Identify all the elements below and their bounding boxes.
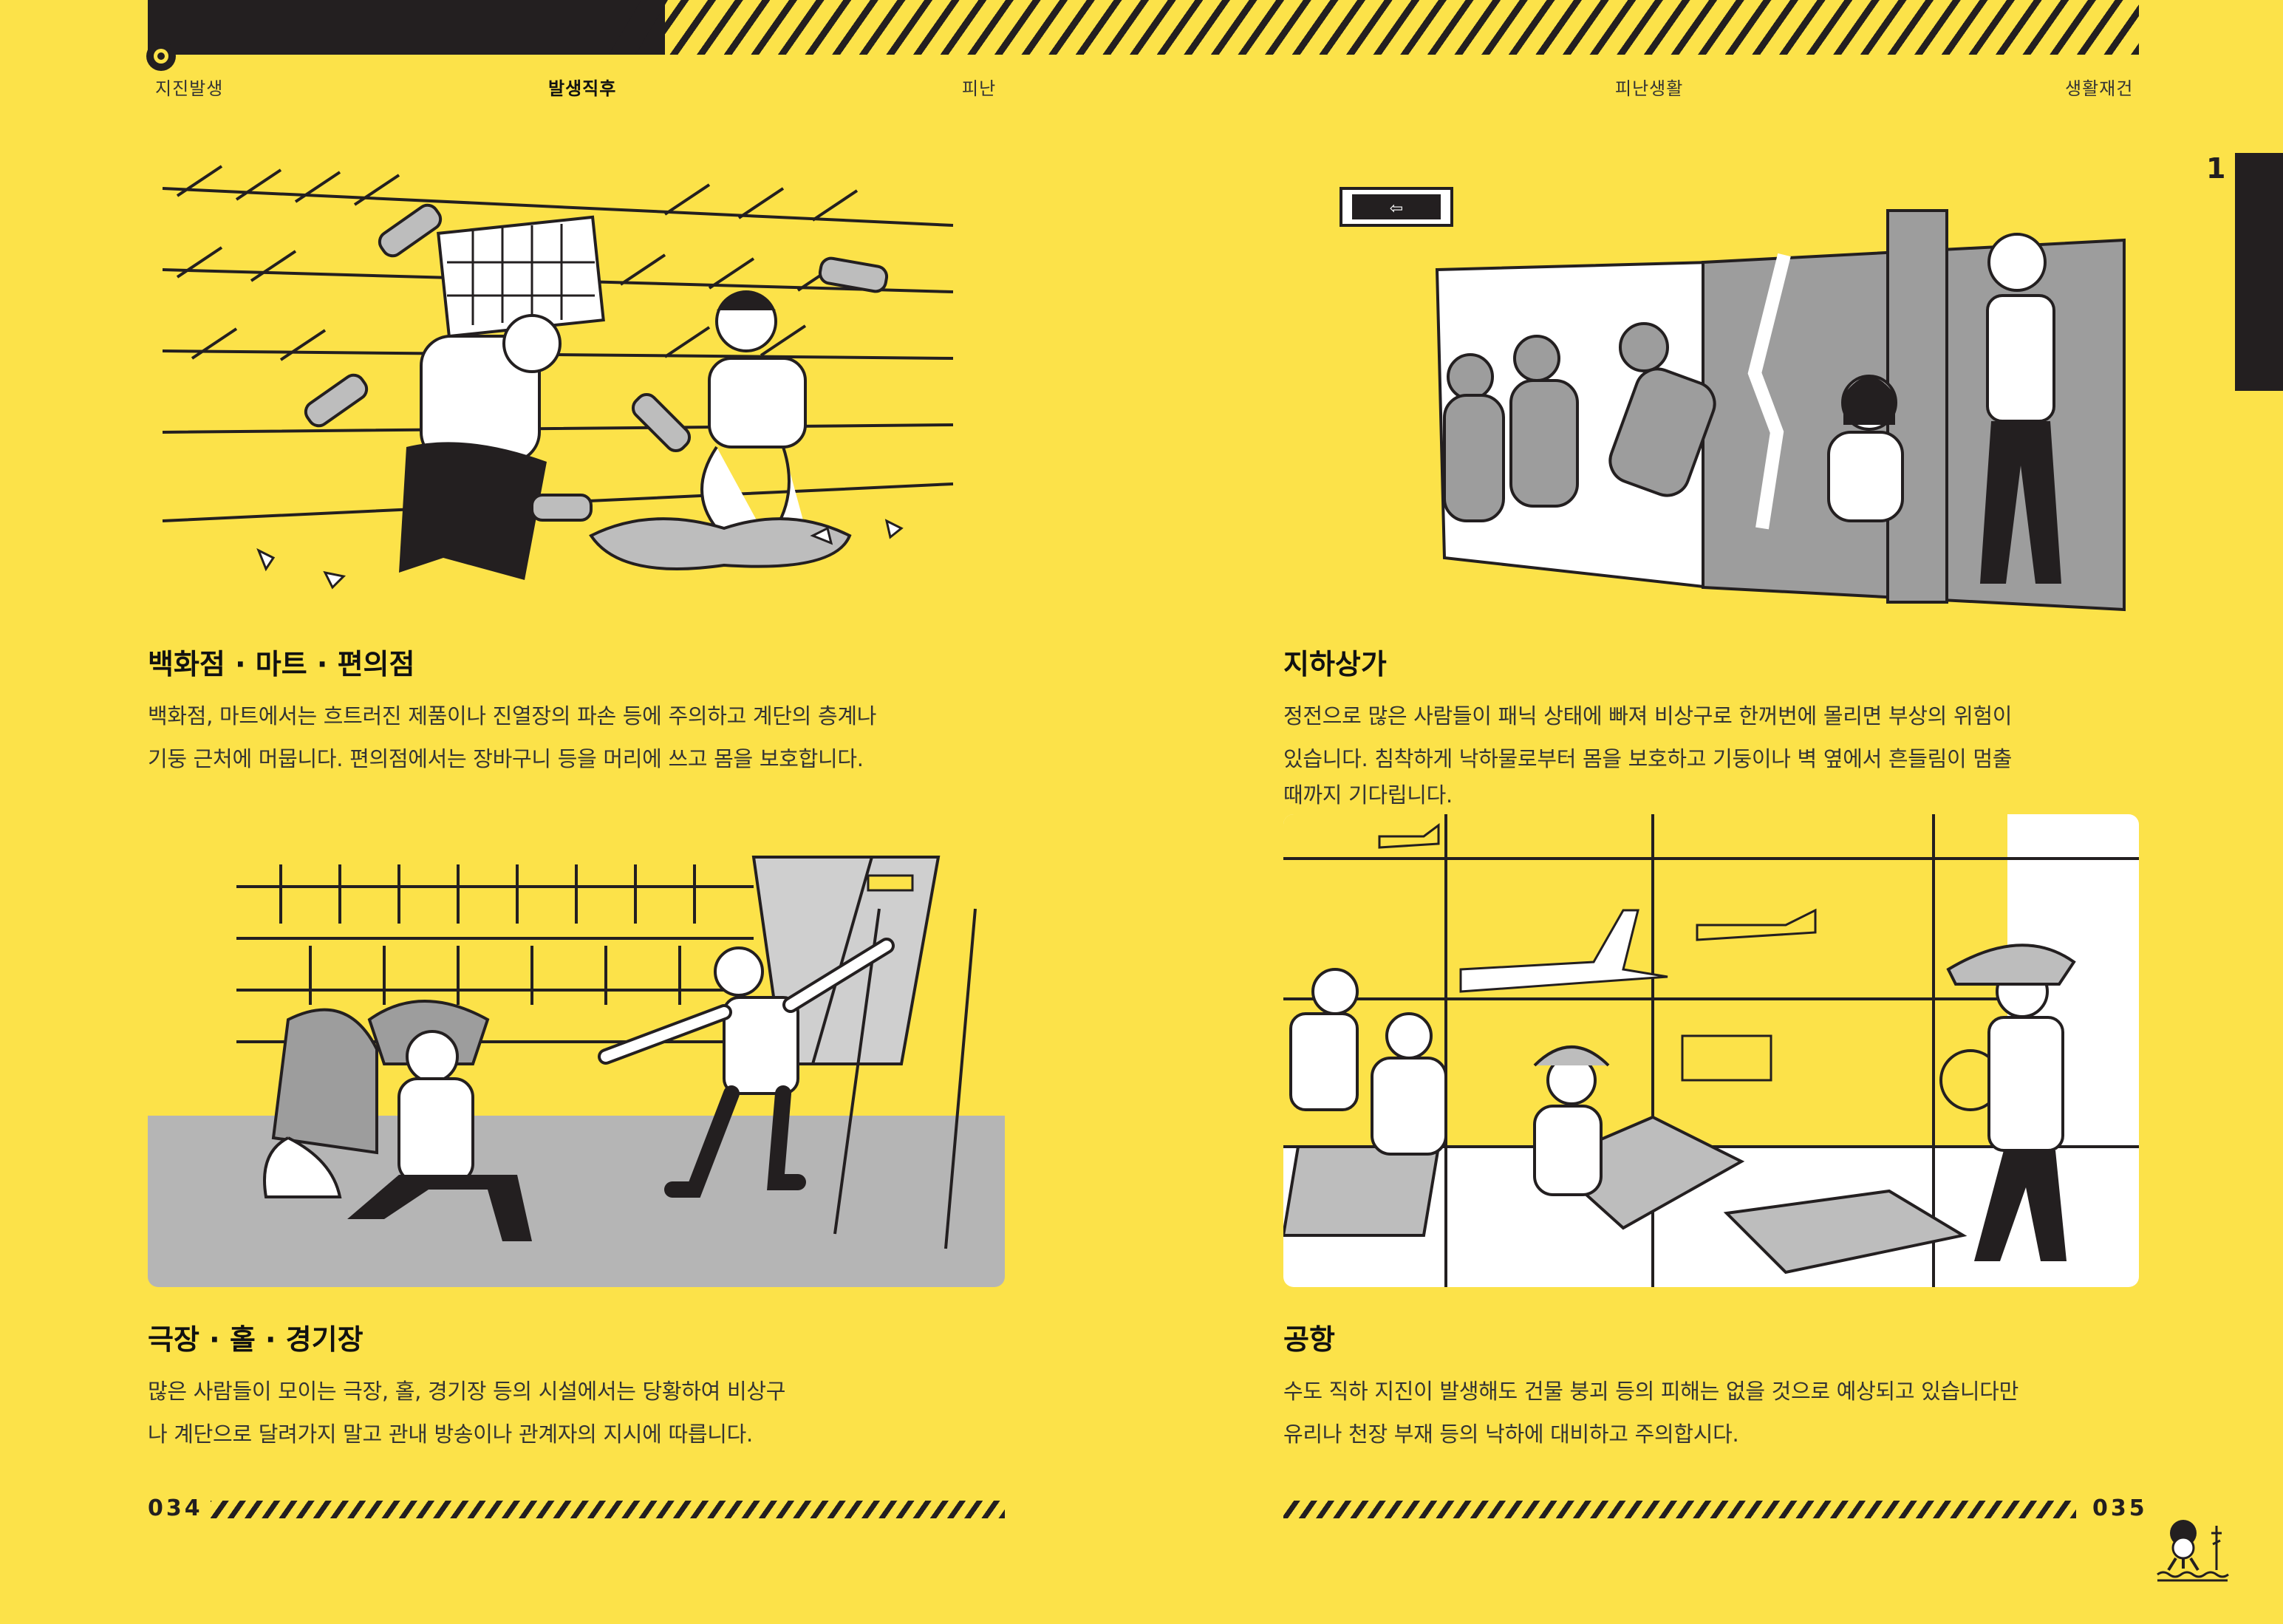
chapter-number: 1 [2206, 152, 2226, 185]
footer-hazard-stripe-right [1283, 1501, 2076, 1518]
body-line: 백화점, 마트에서는 흐트러진 제품이나 진열장의 파손 등에 주의하고 계단의… [148, 703, 877, 729]
nav-item-1[interactable]: 지진발생 [155, 78, 224, 99]
illustration-airport [1283, 814, 2139, 1287]
nav-item-2[interactable]: 발생직후 [548, 78, 617, 99]
nav-item-5[interactable]: 생활재건 [2065, 78, 2134, 99]
mascot-icon [2157, 1520, 2229, 1582]
nav-item-4[interactable]: 피난생활 [1615, 78, 1684, 99]
illustration-store [148, 137, 1005, 610]
section-body-airport: 수도 직하 지진이 발생해도 건물 붕괴 등의 피해는 없을 것으로 예상되고 … [1283, 1370, 2018, 1456]
body-line: 나 계단으로 달려가지 말고 관내 방송이나 관계자의 지시에 따릅니다. [148, 1422, 753, 1447]
illustration-underground-mall: ⇦ [1326, 151, 2139, 613]
body-line: 많은 사람들이 모이는 극장, 홀, 경기장 등의 시설에서는 당황하여 비상구 [148, 1379, 786, 1404]
page-number-right: 035 [2092, 1495, 2148, 1521]
body-line: 있습니다. 침착하게 낙하물로부터 몸을 보호하고 기둥이나 벽 옆에서 흔들림… [1283, 746, 2013, 771]
header-band [148, 0, 665, 55]
chapter-tab[interactable] [2235, 153, 2283, 391]
page-number-left: 034 [148, 1495, 203, 1521]
section-title-airport: 공항 [1283, 1323, 1335, 1356]
svg-text:⇦: ⇦ [1390, 199, 1403, 218]
body-line: 때까지 기다립니다. [1283, 782, 1453, 808]
body-line: 수도 직하 지진이 발생해도 건물 붕괴 등의 피해는 없을 것으로 예상되고 … [1283, 1379, 2019, 1404]
nav-item-3[interactable]: 피난 [962, 78, 997, 99]
body-line: 정전으로 많은 사람들이 패닉 상태에 빠져 비상구로 한꺼번에 몰리면 부상의… [1283, 703, 2013, 729]
section-title-store: 백화점 · 마트 · 편의점 [148, 648, 415, 680]
header-hazard-stripes [635, 0, 2139, 55]
section-title-theater: 극장 · 홀 · 경기장 [148, 1323, 364, 1356]
illustration-theater [148, 820, 1005, 1287]
section-body-store: 백화점, 마트에서는 흐트러진 제품이나 진열장의 파손 등에 주의하고 계단의… [148, 695, 876, 780]
target-icon [146, 41, 176, 71]
footer-hazard-stripe-left [211, 1501, 1005, 1518]
section-body-theater: 많은 사람들이 모이는 극장, 홀, 경기장 등의 시설에서는 당황하여 비상구… [148, 1370, 785, 1456]
section-body-underground: 정전으로 많은 사람들이 패닉 상태에 빠져 비상구로 한꺼번에 몰리면 부상의… [1283, 695, 2012, 810]
body-line: 유리나 천장 부재 등의 낙하에 대비하고 주의합시다. [1283, 1422, 1739, 1447]
body-line: 기둥 근처에 머뭅니다. 편의점에서는 장바구니 등을 머리에 쓰고 몸을 보호… [148, 746, 864, 771]
section-title-underground: 지하상가 [1283, 648, 1387, 680]
